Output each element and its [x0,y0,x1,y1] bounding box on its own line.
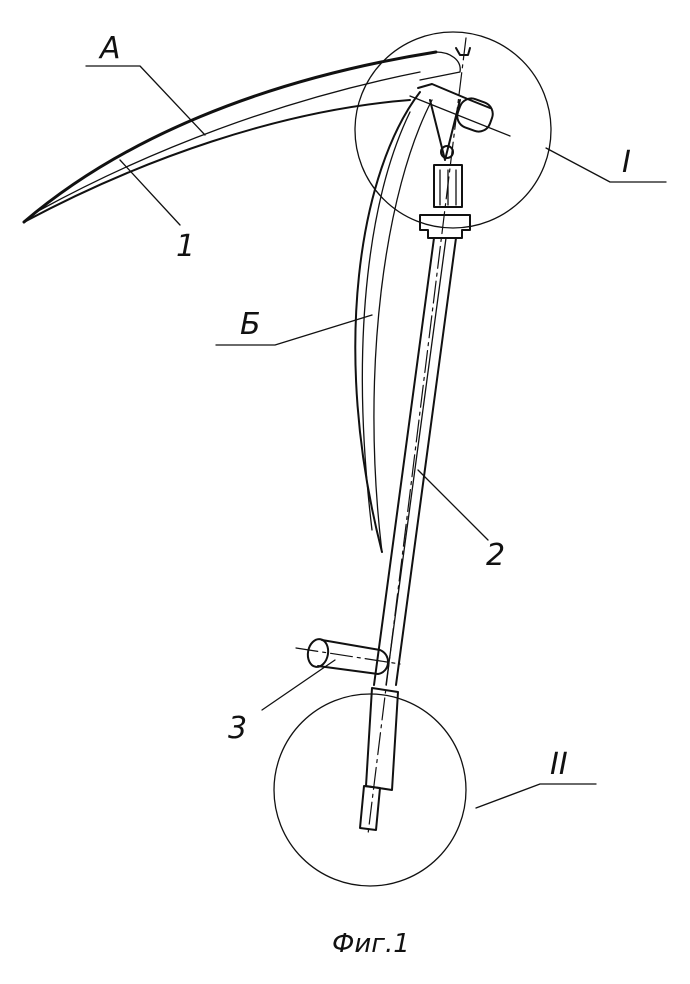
label-detail-i: I [622,145,631,180]
label-blade-edge-1: 1 [176,229,195,264]
figure-caption: Фиг.1 [332,929,410,959]
lower-shaft [359,687,399,831]
shaft-2 [373,47,471,686]
label-grip-3: 3 [228,711,247,746]
grip-3 [295,638,401,675]
blade-a [22,50,461,224]
shaft-centerline [367,37,467,835]
detail-circle-ii [273,693,467,887]
label-blade-a: А [98,31,121,66]
leader-lines [85,65,667,809]
detail-circle-i [354,31,552,229]
handle-curve-b [354,91,433,553]
label-handle-curve-b: Б [240,307,261,342]
label-detail-ii: II [550,747,568,782]
label-shaft-2: 2 [486,538,505,573]
top-fitting [409,83,511,239]
